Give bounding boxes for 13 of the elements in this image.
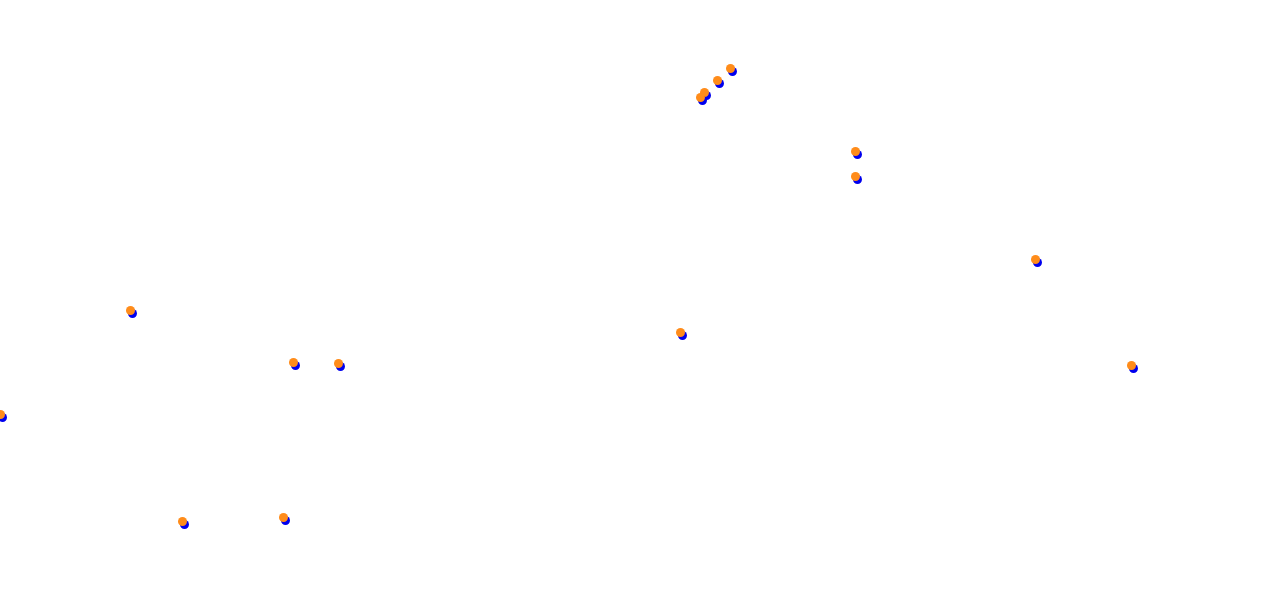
point-marker [125, 305, 138, 319]
point-marker [333, 358, 346, 372]
point-marker [278, 512, 291, 526]
point-marker [695, 92, 708, 106]
point-marker [288, 357, 301, 371]
point-marker [1030, 254, 1043, 268]
point-marker [712, 75, 725, 89]
point-marker [725, 63, 738, 77]
point-marker [177, 516, 190, 530]
point-marker [850, 146, 863, 160]
point-marker [1126, 360, 1139, 374]
point-marker [850, 171, 863, 185]
point-marker [675, 327, 688, 341]
